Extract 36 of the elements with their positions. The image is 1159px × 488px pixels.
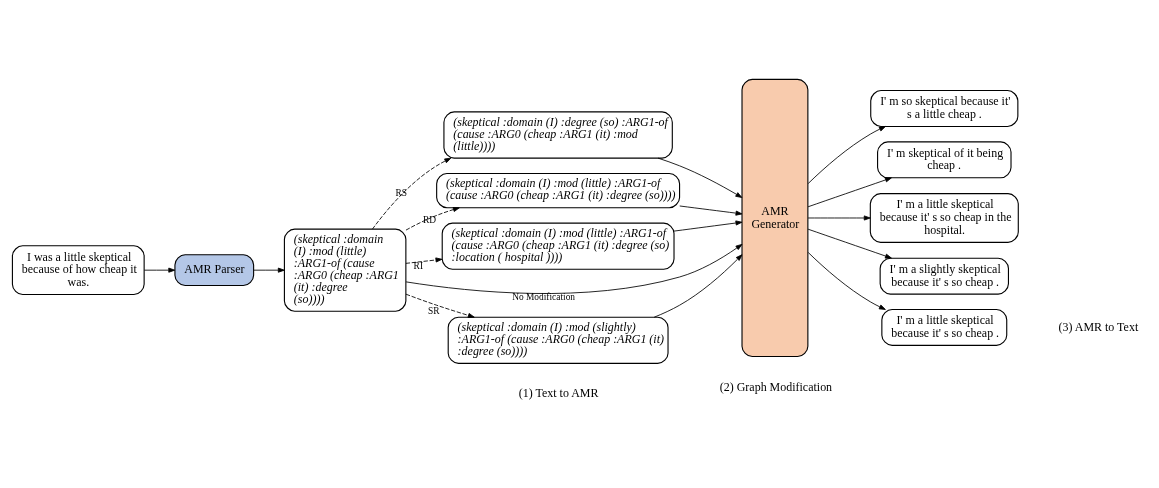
arrow [807,251,886,310]
arrow [405,206,460,231]
node-box: I' m so skeptical because it' s a little cheap . [870,89,1019,127]
edge-label: RI [413,260,424,271]
node-box: AMR Parser [174,253,255,286]
node-box: I' m a slightly skeptical because it' s so cheap . [879,257,1009,295]
arrow [253,267,285,273]
arrow [372,157,452,229]
edge-label: RD [423,214,437,225]
arrow [807,214,871,220]
node-box: I' m a little skeptical because it' s so cheap in the hospital. [869,192,1019,243]
edge-label: RS [395,187,407,198]
arrow [679,205,743,216]
node-box: (skeptical :domain (I) :mod (little) :ARG1-of (cause :ARG0 (cheap :ARG1 (it) :degree (so)))) [283,228,407,312]
node-box: I' m a little skeptical because it' s so cheap . [881,308,1008,346]
edge-label: SR [428,305,440,316]
node-box: AMR Generator [741,78,809,357]
arrow [143,267,176,273]
arrow [405,256,443,264]
node-box: (skeptical :domain (I) :mod (slightly) :ARG1-of (cause :ARG0 (cheap :ARG1 (it) :degree (so)))) [447,316,669,364]
node-box: (skeptical :domain (I) :degree (so) :ARG1-of (cause :ARG0 (cheap :ARG1 (it) :mod (little)))) [443,110,673,159]
node-box: (skeptical :domain (I) :mod (little) :ARG1-of (cause :ARG0 (cheap :ARG1 (it) :degree (so)))) [436,172,681,208]
arrow [807,176,892,207]
label: (2) Graph Modification [719,379,833,393]
label: (3) AMR to Text [1058,319,1139,334]
node-box: I was a little skeptical because of how cheap it was. [11,244,145,295]
arrow [673,219,743,232]
arrow [653,253,743,318]
edge-label: No Modification [512,291,576,302]
arrow [405,243,743,294]
arrow [807,228,892,259]
node-box: I' m skeptical of it being cheap . [877,140,1012,178]
arrow [405,293,475,318]
arrow [807,125,886,184]
label: (1) Text to AMR [518,385,599,400]
node-box: (skeptical :domain (I) :mod (little) :ARG1-of (cause :ARG0 (cheap :ARG1 (it) :degree (so) :location ( hospital )))) [441,222,675,270]
